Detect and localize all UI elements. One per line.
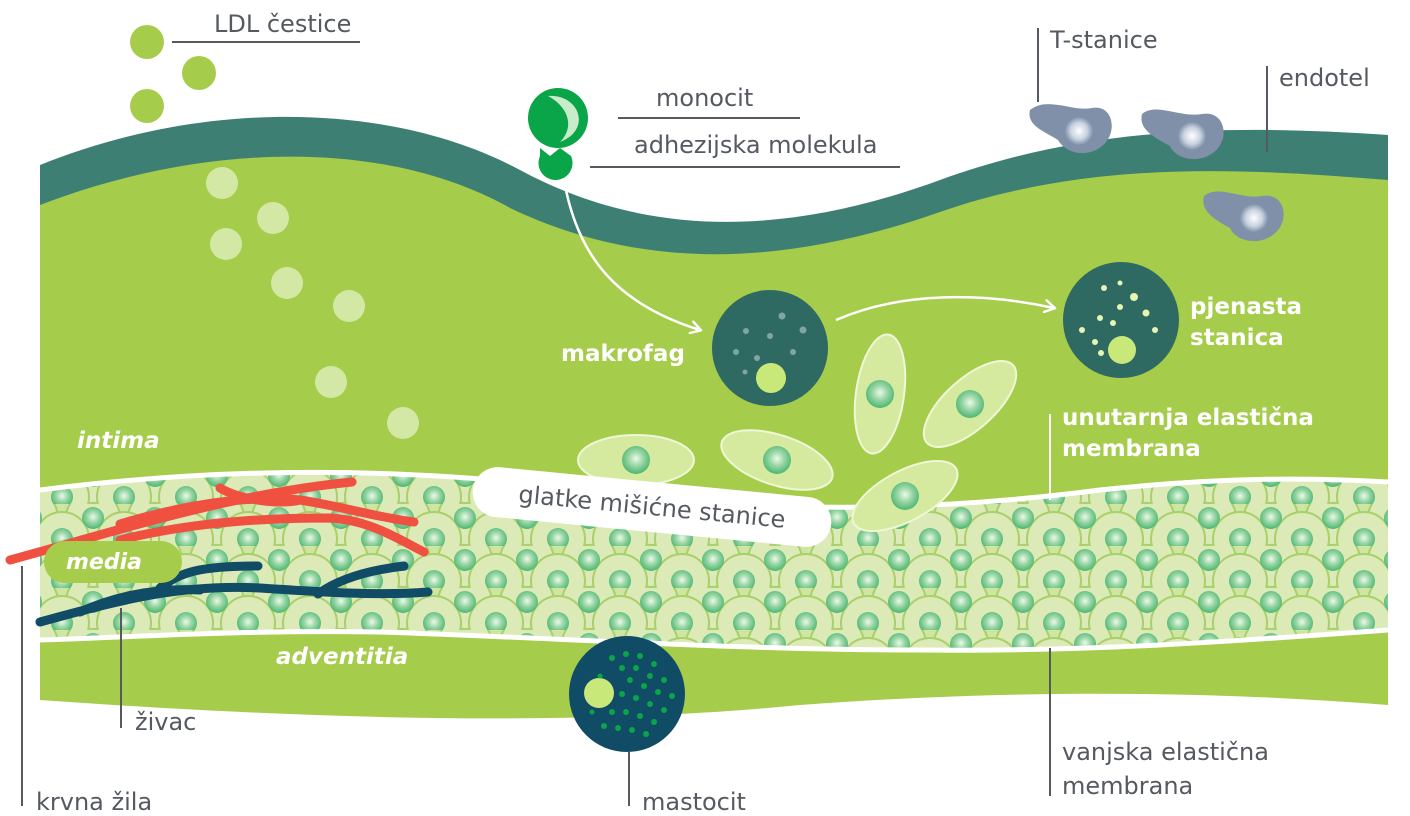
adventitia-label: adventitia bbox=[276, 646, 408, 669]
monocyte-label: monocit bbox=[656, 86, 753, 110]
ldl-particle bbox=[130, 89, 164, 123]
t-cells-label: T-stanice bbox=[1050, 28, 1158, 52]
nerve-label: živac bbox=[135, 710, 196, 734]
macrophage-label: makrofag bbox=[561, 343, 685, 366]
foam-cell-label-line1: pjenasta bbox=[1190, 296, 1302, 319]
adhesion-molecule-icon bbox=[538, 148, 572, 180]
foam-cell-icon bbox=[1063, 262, 1179, 378]
mast-cell-icon bbox=[569, 636, 685, 752]
endothelium-label: endotel bbox=[1279, 66, 1370, 90]
adhesion-molecule-label: adhezijska molekula bbox=[634, 133, 877, 157]
monocyte-icon bbox=[528, 88, 588, 148]
internal-membrane-label-line1: unutarnja elastična bbox=[1062, 407, 1314, 430]
ldl-particle bbox=[130, 25, 164, 59]
mast-cell-label: mastocit bbox=[642, 790, 746, 814]
media-label: media bbox=[66, 550, 142, 575]
intima-label: intima bbox=[77, 430, 160, 453]
foam-cell-label-line2: stanica bbox=[1190, 327, 1284, 350]
media-label-pill: media bbox=[44, 541, 182, 583]
external-membrane-label-line1: vanjska elastična bbox=[1062, 740, 1269, 764]
internal-membrane-label-line2: membrana bbox=[1062, 438, 1201, 461]
blood-vessel-label: krvna žila bbox=[36, 790, 152, 814]
external-membrane-label-line2: membrana bbox=[1062, 774, 1193, 798]
ldl-label: LDL čestice bbox=[214, 12, 351, 36]
macrophage-icon bbox=[712, 290, 828, 406]
ldl-particle bbox=[182, 56, 216, 90]
t-cell-icon bbox=[1029, 104, 1111, 153]
